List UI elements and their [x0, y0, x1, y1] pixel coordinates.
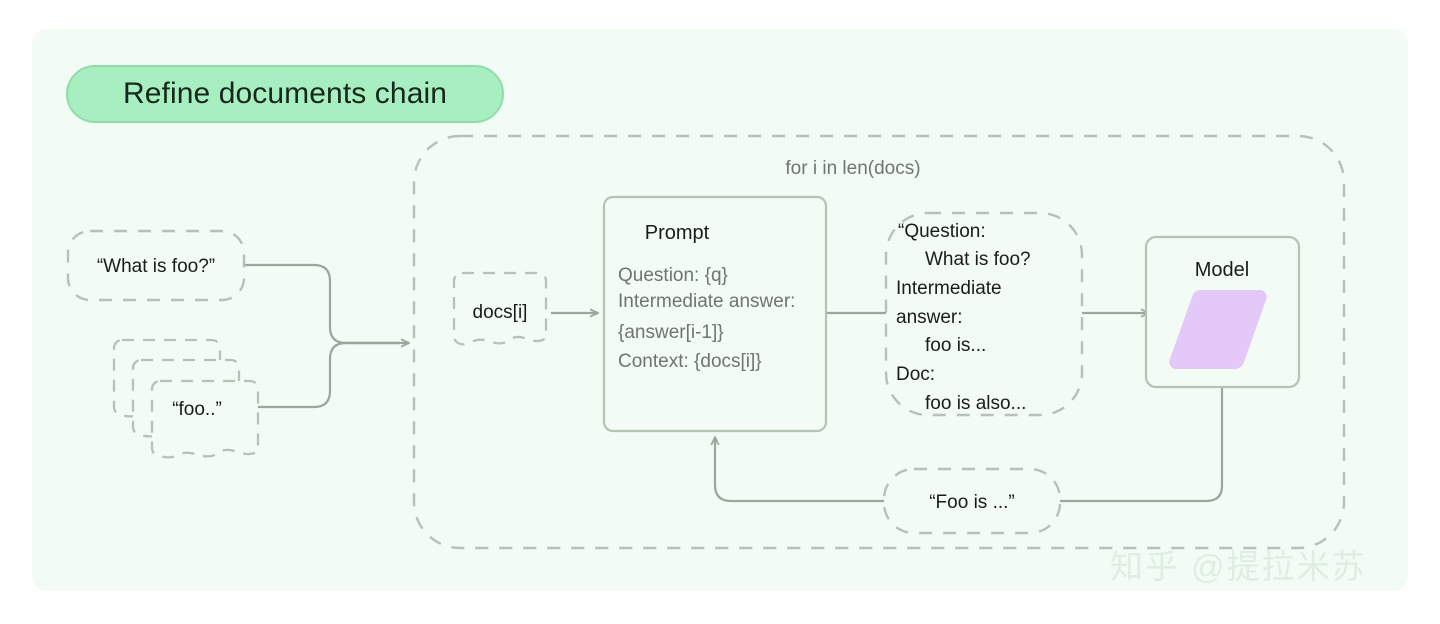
prompt-line-2: Intermediate answer: [618, 291, 795, 312]
prompt-line-4: Context: {docs[i]} [618, 351, 762, 372]
node-docs-i[interactable]: docs[i] [452, 271, 548, 346]
watermark: 知乎 @提拉米苏 [1110, 548, 1367, 585]
node-model[interactable]: Model [1144, 235, 1301, 389]
filled-prompt-line-4: answer: [896, 307, 963, 328]
filled-prompt-line-3: Intermediate [896, 278, 1002, 299]
node-question-input[interactable]: “What is foo?” [66, 229, 246, 302]
arrow-answer-to-prompt [715, 437, 884, 503]
connector-model-to-answer [1060, 387, 1224, 503]
filled-prompt-line-6: Doc: [896, 364, 935, 385]
prompt-box-shape [602, 195, 828, 433]
prompt-line-3: {answer[i-1]} [618, 322, 724, 343]
node-filled-prompt[interactable]: “Question: What is foo? Intermediate ans… [884, 211, 1084, 417]
docs-i-shape [452, 271, 548, 346]
model-title: Model [1195, 259, 1249, 281]
loop-label: for i in len(docs) [785, 158, 920, 179]
answer-label: “Foo is ...” [929, 492, 1015, 513]
node-docs-stack[interactable]: “foo..” [112, 338, 260, 459]
docs-i-label: docs[i] [473, 302, 528, 323]
answer-shape [882, 467, 1062, 535]
filled-prompt-line-7: foo is also... [925, 393, 1026, 414]
connector-docs-to-loop [244, 341, 400, 409]
filled-prompt-line-1: “Question: [898, 221, 986, 242]
question-input-shape [66, 229, 246, 302]
page-title: Refine documents chain [66, 65, 504, 123]
connector-question-to-loop [244, 263, 400, 345]
node-prompt[interactable]: Prompt Question: {q} Intermediate answer… [602, 195, 828, 433]
prompt-title: Prompt [645, 222, 710, 244]
filled-prompt-shape [884, 211, 1084, 417]
question-input-label: “What is foo?” [97, 256, 215, 277]
parallelogram-icon [1169, 290, 1267, 369]
docs-stack-sheet-1 [150, 379, 260, 459]
filled-prompt-line-2: What is foo? [925, 249, 1031, 270]
prompt-line-1: Question: {q} [618, 265, 728, 286]
docs-stack-label: “foo..” [172, 399, 222, 420]
node-answer[interactable]: “Foo is ...” [882, 467, 1062, 535]
page-title-label: Refine documents chain [122, 77, 448, 110]
filled-prompt-line-5: foo is... [925, 335, 986, 356]
loop-container [412, 134, 1346, 550]
